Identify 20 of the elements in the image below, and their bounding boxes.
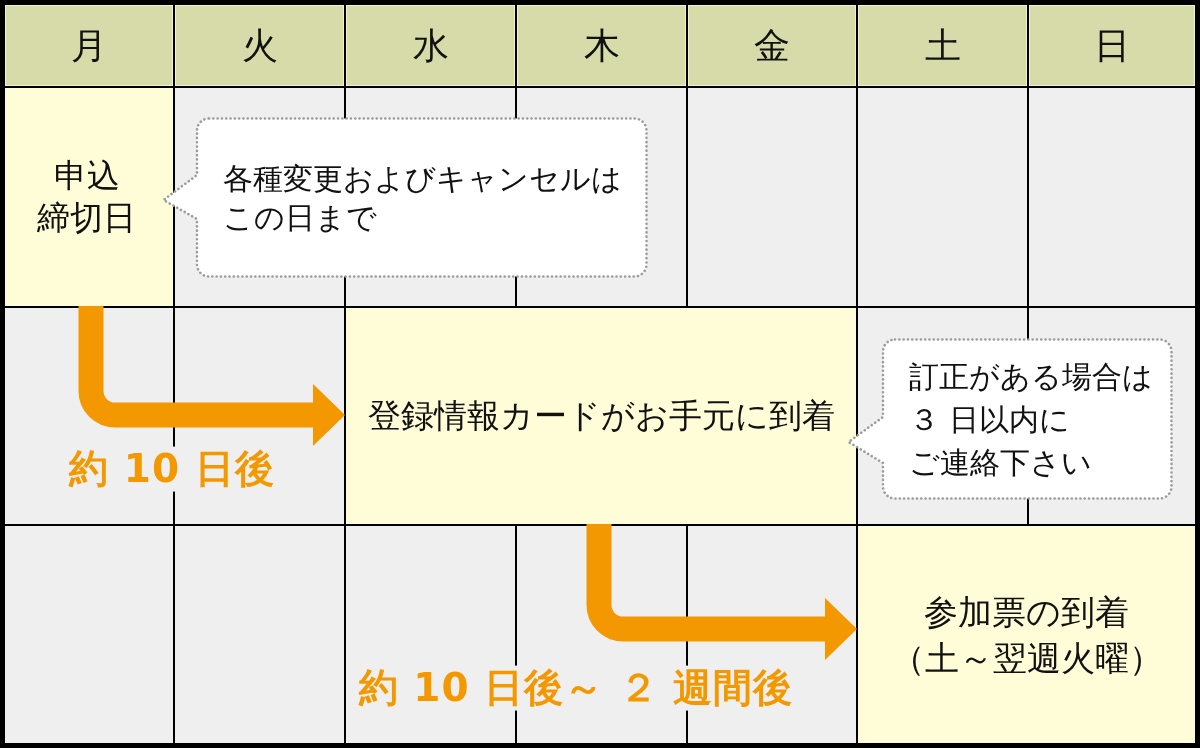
event-day-cell <box>858 526 1195 743</box>
day-header: 水 <box>346 5 515 86</box>
event-note: （土～翌週火曜） <box>890 636 1163 680</box>
day-header: 木 <box>517 5 686 86</box>
callout-text: 訂正がある場合は３ 日以内にご連絡下さい <box>909 357 1154 482</box>
event-text: 参加票の到着 <box>924 590 1129 634</box>
event-text: 申込締切日 <box>37 155 138 239</box>
day-header: 日 <box>1029 5 1195 86</box>
arrow <box>586 524 857 660</box>
callout-text: 各種変更およびキャンセルはこの日まで <box>223 159 622 237</box>
event-text: 登録情報カードがお手元に到着 <box>367 395 835 437</box>
event-day-cell <box>5 88 173 306</box>
event-day-cell <box>346 308 856 524</box>
speech-bubble <box>847 338 1173 500</box>
day-header: 金 <box>688 5 856 86</box>
day-header: 月 <box>5 5 173 86</box>
day-header: 土 <box>858 5 1027 86</box>
day-header: 火 <box>175 5 344 86</box>
arrow <box>78 306 345 446</box>
speech-bubble <box>162 117 648 278</box>
